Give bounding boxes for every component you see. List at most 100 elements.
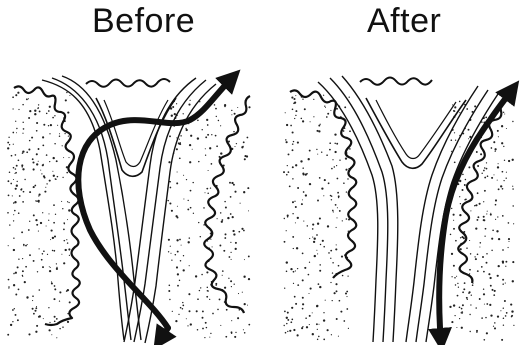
stipple-dot [485, 228, 487, 230]
stipple-dot [343, 130, 345, 132]
stipple-dot [170, 181, 171, 182]
stipple-dot [238, 231, 240, 233]
stipple-dot [342, 275, 344, 277]
stipple-dot [501, 339, 503, 341]
stipple-dot [295, 115, 296, 116]
stipple-dot [14, 210, 16, 212]
stipple-dot [313, 241, 315, 243]
stipple-dot [234, 113, 236, 115]
stipple-dot [212, 246, 213, 247]
stipple-dot [293, 283, 294, 284]
stipple-dot [202, 129, 203, 130]
stipple-dot [36, 306, 37, 307]
stipple-dot [39, 315, 41, 317]
stipple-dot [231, 333, 232, 334]
stipple-dot [451, 253, 453, 255]
stipple-dot [240, 203, 241, 204]
stipple-dot [57, 176, 59, 178]
stipple-dot [243, 141, 245, 143]
stipple-dot [496, 230, 498, 232]
stipple-dot [309, 183, 311, 185]
stipple-dot [489, 277, 491, 279]
stipple-dot [171, 210, 173, 212]
stipple-dot [34, 110, 36, 112]
stipple-dot [325, 107, 326, 108]
stipple-dot [330, 258, 331, 259]
stipple-dot [480, 242, 482, 244]
stipple-dot [349, 148, 351, 150]
before-confluence-v-inner [104, 100, 168, 167]
stipple-dot [17, 319, 19, 321]
stipple-dot [247, 305, 248, 306]
stipple-dot [317, 154, 318, 155]
stipple-dot [297, 142, 299, 144]
stipple-dot [180, 135, 181, 136]
stipple-dot [307, 225, 309, 227]
stipple-dot [220, 212, 222, 214]
stipple-dot [12, 108, 13, 109]
stipple-dot [26, 296, 28, 298]
stipple-dot [56, 318, 58, 320]
stipple-dot [244, 303, 246, 305]
stipple-dot [220, 325, 221, 326]
stipple-dot [453, 265, 455, 267]
stipple-dot [305, 173, 307, 175]
stipple-dot [331, 199, 332, 200]
stipple-dot [495, 219, 496, 220]
stipple-dot [224, 237, 226, 239]
stipple-dot [218, 120, 219, 121]
stipple-dot [505, 266, 506, 267]
stipple-dot [23, 245, 24, 246]
stipple-dot [219, 298, 221, 300]
stipple-dot [15, 272, 17, 274]
stipple-dot [505, 283, 506, 284]
stipple-dot [292, 149, 294, 151]
stipple-dot [36, 130, 38, 132]
stipple-dot [284, 218, 285, 219]
stipple-dot [247, 137, 249, 139]
stipple-dot [484, 167, 485, 168]
stipple-dot [503, 307, 504, 308]
stipple-dot [176, 239, 178, 241]
stipple-dot [343, 320, 345, 322]
stipple-dot [56, 337, 57, 338]
stipple-dot [52, 250, 53, 251]
stipple-dot [479, 246, 480, 247]
stipple-dot [7, 212, 9, 214]
stipple-dot [12, 309, 14, 311]
stipple-dot [243, 329, 244, 330]
stipple-dot [198, 222, 199, 223]
stipple-dot [303, 221, 304, 222]
stipple-dot [323, 195, 324, 196]
stipple-dot [52, 237, 54, 239]
stipple-dot [511, 315, 513, 317]
stipple-dot [336, 318, 338, 320]
stipple-dot [63, 262, 65, 264]
stipple-dot [209, 299, 210, 300]
stipple-dot [177, 285, 179, 287]
stipple-dot [321, 151, 322, 152]
stipple-dot [502, 188, 504, 190]
stipple-dot [15, 294, 17, 296]
stipple-dot [244, 332, 246, 334]
stipple-dot [205, 322, 207, 324]
stipple-dot [34, 310, 36, 312]
stipple-dot [237, 317, 239, 319]
stipple-dot [189, 310, 191, 312]
stipple-dot [453, 214, 455, 216]
stipple-dot [495, 151, 496, 152]
stipple-dot [54, 316, 56, 318]
stipple-dot [242, 146, 243, 147]
stipple-dot [316, 149, 317, 150]
stipple-dot [497, 316, 499, 318]
stipple-dot [336, 290, 338, 292]
stipple-dot [36, 163, 38, 165]
stipple-dot [168, 290, 170, 292]
stipple-dot [217, 309, 219, 311]
stipple-dot [7, 180, 9, 182]
stipple-dot [33, 168, 35, 170]
stipple-dot [15, 121, 16, 122]
stipple-dot [68, 248, 70, 250]
stipple-dot [327, 225, 329, 227]
